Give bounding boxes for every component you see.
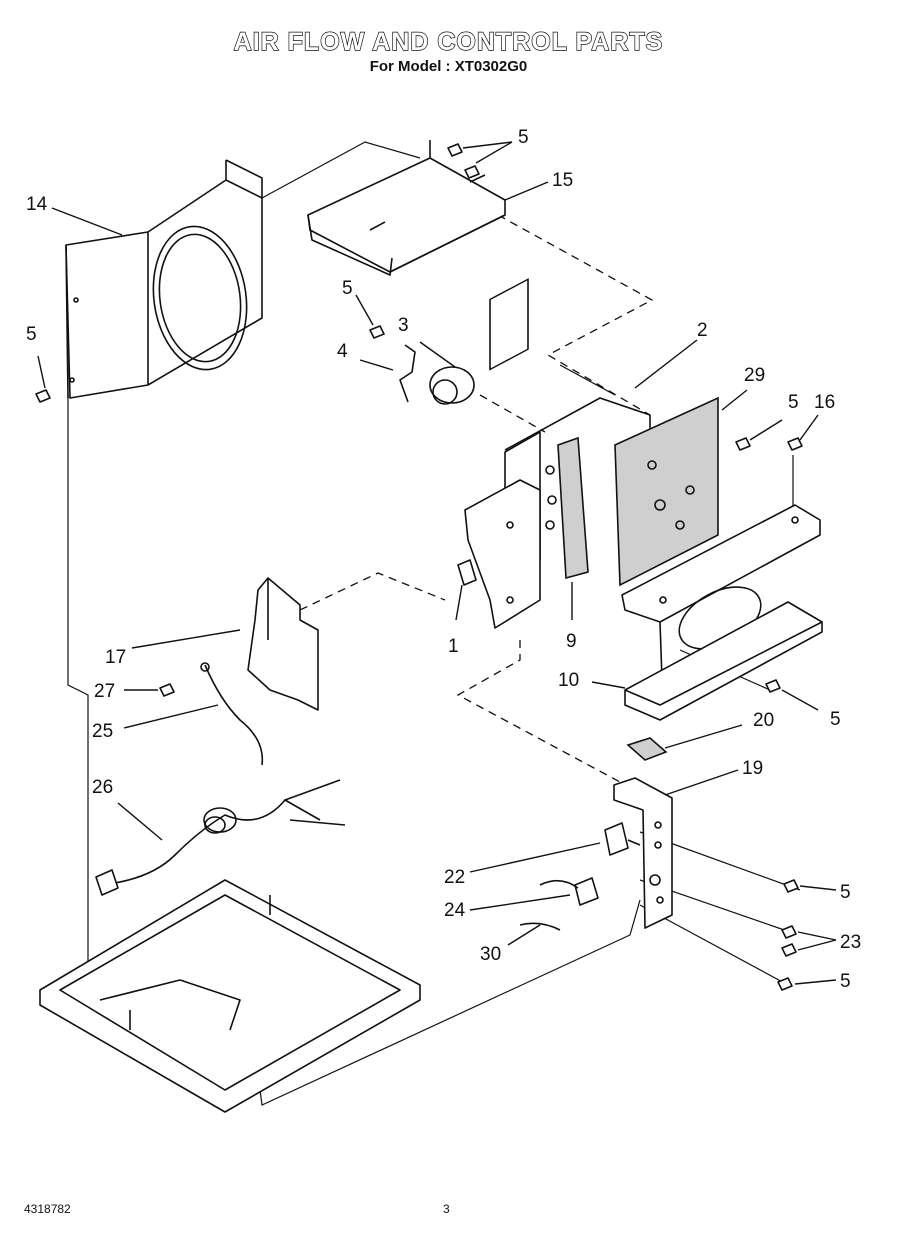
- callout-15: 15: [552, 170, 573, 191]
- callout-22: 22: [444, 867, 465, 888]
- part-29-filter-panel: [614, 396, 719, 587]
- callout-17: 17: [105, 647, 126, 668]
- part-4-strap: [399, 344, 416, 403]
- callout-14: 14: [26, 194, 48, 215]
- document-number: 4318782: [24, 1202, 71, 1216]
- callout-23: 23: [840, 932, 861, 953]
- callout-30: 30: [480, 944, 501, 965]
- part-1-clip: [457, 559, 477, 586]
- model-subtitle: For Model : XT0302G0: [369, 58, 528, 75]
- callout-4: 4: [337, 341, 348, 362]
- callout-5: 5: [840, 882, 851, 903]
- callout-10: 10: [558, 670, 579, 691]
- base-pan: [39, 879, 421, 1113]
- part-30-tube: [519, 922, 561, 931]
- part-9-filter-strip: [557, 436, 589, 580]
- page-title: AIR FLOW AND CONTROL PARTS: [233, 27, 664, 56]
- callout-5: 5: [342, 278, 353, 299]
- part-22-switch: [604, 822, 641, 856]
- part-24-thermostat: [539, 877, 599, 906]
- part-3-capacitor: [429, 366, 475, 405]
- callout-1: 1: [448, 636, 459, 657]
- callout-5: 5: [840, 971, 851, 992]
- part-14-shroud: [65, 159, 263, 399]
- callout-2: 2: [697, 320, 708, 341]
- callout-leaders: [37, 141, 837, 985]
- part-17-duct-bracket: [247, 577, 319, 711]
- callout-16: 16: [814, 392, 835, 413]
- callout-5: 5: [830, 709, 841, 730]
- callout-29: 29: [744, 365, 765, 386]
- callout-5: 5: [788, 392, 799, 413]
- callout-5: 5: [518, 127, 529, 148]
- callout-25: 25: [92, 721, 113, 742]
- callout-19: 19: [742, 758, 763, 779]
- callout-9: 9: [566, 631, 577, 652]
- part-10-drip-tray: [624, 601, 823, 721]
- callout-labels: 5 15 14 5 5 3 2 4 29 5 16 1 9 17 27 25 1…: [26, 127, 861, 992]
- part-20-pad: [626, 737, 668, 761]
- callout-24: 24: [444, 900, 466, 921]
- callout-20: 20: [753, 710, 774, 731]
- part-19-control-panel: [613, 777, 673, 929]
- screw-group: [35, 143, 803, 991]
- part-25-wire: [200, 662, 264, 766]
- callout-3: 3: [398, 315, 409, 336]
- page-number: 3: [443, 1202, 450, 1216]
- callout-5: 5: [26, 324, 37, 345]
- part-26-power-cord: [95, 779, 346, 896]
- part-15-top-bracket: [307, 140, 506, 276]
- callout-26: 26: [92, 777, 113, 798]
- callout-27: 27: [94, 681, 115, 702]
